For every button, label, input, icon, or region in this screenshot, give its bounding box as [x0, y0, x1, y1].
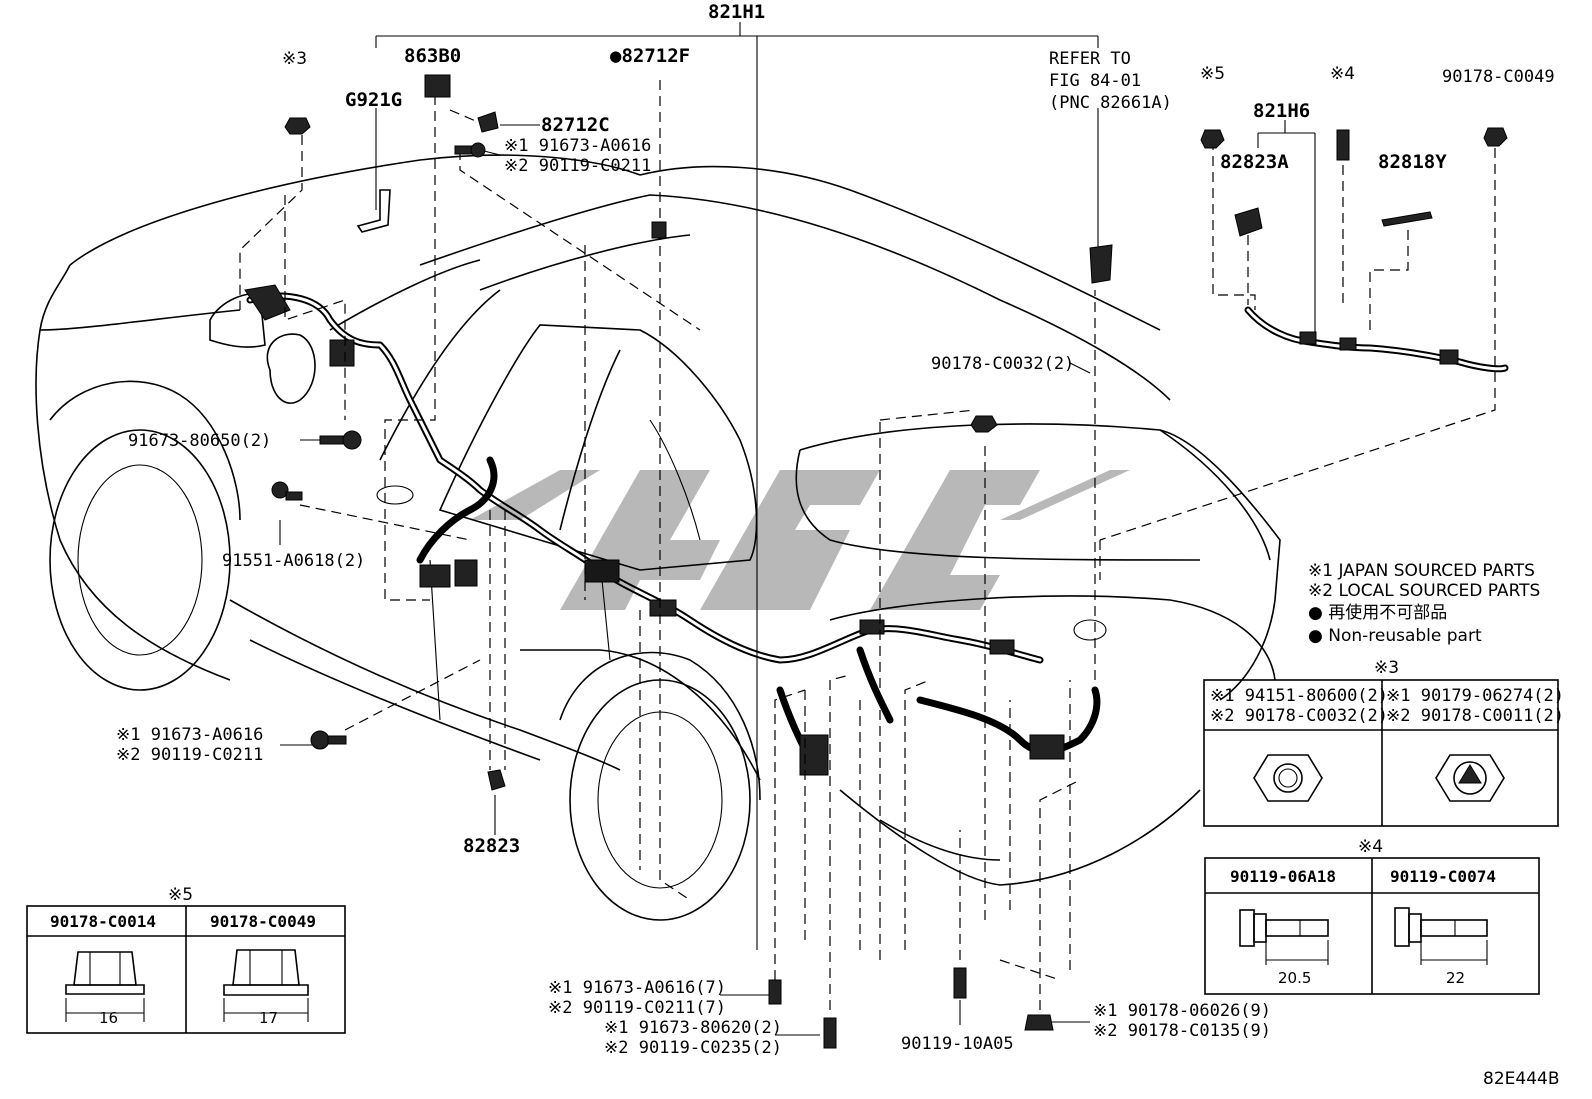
label-bot-c2[interactable]: ※2 90119-C0211(7): [548, 998, 726, 1018]
label-82823[interactable]: 82823: [463, 835, 520, 857]
part-drawings: [271, 74, 1509, 1049]
label-bot-e1[interactable]: ※1 90178-06026(9): [1093, 1001, 1271, 1021]
label-top-a1[interactable]: ※1 91673-A0616: [504, 136, 651, 156]
legend-jp-nonreuse: ● 再使用不可部品: [1308, 602, 1447, 623]
vehicle-body-outline: [35, 154, 1281, 921]
label-bot-e2[interactable]: ※2 90178-C0135(9): [1093, 1021, 1271, 1041]
box5-left-dim: 16: [99, 1009, 118, 1027]
box3-right-line1[interactable]: ※1 90179-06274(2): [1386, 686, 1564, 706]
label-left-b2[interactable]: ※2 90119-C0211: [116, 745, 263, 765]
box3-left-line2[interactable]: ※2 90178-C0032(2): [1210, 706, 1388, 726]
box3-title: ※3: [1374, 658, 1399, 678]
flange-nut-c0014-icon: [65, 951, 145, 1022]
label-bot-d2[interactable]: ※2 90119-C0235(2): [604, 1038, 782, 1058]
label-90178-c0032[interactable]: 90178-C0032(2): [931, 354, 1074, 374]
label-90119-10a05[interactable]: 90119-10A05: [901, 1034, 1014, 1054]
label-top-a2[interactable]: ※2 90119-C0211: [504, 156, 651, 176]
callout-labels: 821H1 863B0 ●82712F 82712C G921G REFER T…: [116, 1, 1555, 1058]
box5-right-part[interactable]: 90178-C0049: [210, 912, 316, 931]
label-91551-a0618[interactable]: 91551-A0618(2): [222, 551, 365, 571]
box5-left-part[interactable]: 90178-C0014: [50, 912, 156, 931]
leader-lines: [239, 22, 1496, 1036]
label-82823a[interactable]: 82823A: [1220, 151, 1289, 173]
label-left-b1[interactable]: ※1 91673-A0616: [116, 725, 263, 745]
label-863b0[interactable]: 863B0: [404, 45, 461, 67]
box3-left-line1[interactable]: ※1 94151-80600(2): [1210, 686, 1388, 706]
label-note3-top: ※3: [282, 49, 307, 69]
legend-japan: ※1 JAPAN SOURCED PARTS: [1308, 561, 1535, 581]
figure-code: 82E444B: [1483, 1069, 1559, 1089]
detail-box-note5: ※5 90178-C0014 90178-C0049 16 17: [26, 885, 346, 1034]
box4-title: ※4: [1358, 837, 1383, 857]
legend: ※1 JAPAN SOURCED PARTS ※2 LOCAL SOURCED …: [1308, 561, 1540, 646]
box4-left-part[interactable]: 90119-06A18: [1230, 867, 1336, 886]
label-90178-c0049-top[interactable]: 90178-C0049: [1442, 67, 1555, 87]
label-821h6[interactable]: 821H6: [1253, 100, 1310, 122]
box4-left-dim: 20.5: [1278, 969, 1311, 987]
detail-box-note4: ※4 90119-06A18 90119-C0074 20.5 22: [1204, 837, 1540, 995]
label-refer-fig[interactable]: FIG 84-01: [1049, 71, 1141, 91]
label-82712c[interactable]: 82712C: [541, 114, 610, 136]
legend-nonreuse: ● Non-reusable part: [1308, 626, 1482, 646]
box4-right-part[interactable]: 90119-C0074: [1390, 867, 1496, 886]
flange-nut-c0049-icon: [223, 949, 309, 1022]
label-refer-to: REFER TO: [1049, 49, 1131, 69]
label-note5-top: ※5: [1200, 64, 1225, 84]
label-g921g[interactable]: G921G: [345, 89, 402, 111]
bolt-c0074-icon: [1394, 907, 1488, 965]
floor-wire-harness: [244, 284, 1101, 776]
label-note4-top: ※4: [1330, 64, 1355, 84]
box4-right-dim: 22: [1446, 969, 1465, 987]
box5-right-dim: 17: [259, 1009, 278, 1027]
hex-nut-icon: [1253, 754, 1323, 802]
legend-local: ※2 LOCAL SOURCED PARTS: [1308, 581, 1540, 601]
label-821h1[interactable]: 821H1: [708, 1, 765, 23]
hex-flange-nut-icon: [1435, 754, 1505, 802]
label-bot-c1[interactable]: ※1 91673-A0616(7): [548, 978, 726, 998]
label-bot-d1[interactable]: ※1 91673-80620(2): [604, 1018, 782, 1038]
label-refer-pnc: (PNC 82661A): [1049, 93, 1172, 113]
label-91673-80650[interactable]: 91673-80650(2): [128, 431, 271, 451]
box3-right-line2[interactable]: ※2 90178-C0011(2): [1386, 706, 1564, 726]
watermark-logo: [470, 470, 1130, 610]
label-82818y[interactable]: 82818Y: [1378, 151, 1447, 173]
bolt-06a18-icon: [1239, 909, 1329, 965]
box5-title: ※5: [168, 885, 193, 905]
detail-box-note3: ※3 ※1 94151-80600(2) ※2 90178-C0032(2) ※…: [1203, 658, 1564, 827]
label-82712f[interactable]: ●82712F: [610, 45, 690, 67]
